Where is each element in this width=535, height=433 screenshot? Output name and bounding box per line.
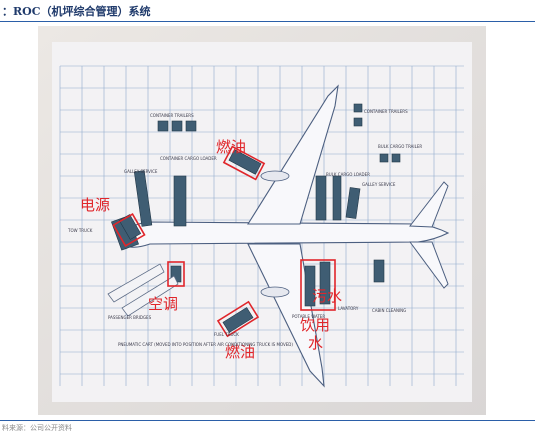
figure-title: ：ROC（机坪综合管理）系统 xyxy=(2,5,151,18)
highlight-fuel-top xyxy=(222,145,266,181)
label-fuel-bottom: 燃油 xyxy=(225,343,255,361)
container-trailer-1 xyxy=(157,120,169,132)
container-loader-left xyxy=(173,175,187,227)
label-bulk-cargo-trailer: BULK CARGO TRAILER xyxy=(378,144,422,149)
container-loader-right xyxy=(332,175,342,221)
highlight-fuel-bottom xyxy=(216,300,260,338)
footer-divider xyxy=(0,420,535,421)
label-wastewater: 污水 xyxy=(312,287,342,305)
engine-upper xyxy=(260,170,290,182)
label-passenger-bridges: PASSENGER BRIDGES xyxy=(108,315,152,320)
container-trailer-5 xyxy=(353,117,363,127)
highlight-power xyxy=(112,213,146,247)
label-lavatory: LAVATORY xyxy=(338,306,359,311)
container-trailer-4 xyxy=(353,103,363,113)
fuel-truck-top xyxy=(228,149,262,175)
label-pneumatic-cart: PNEUMATIC CART (MOVED INTO POSITION AFTE… xyxy=(118,342,293,347)
passenger-bridge-2 xyxy=(121,275,179,317)
fuel-truck-bottom xyxy=(222,307,254,333)
cabin-cleaning-truck xyxy=(373,259,385,283)
report-header: ：ROC（机坪综合管理）系统 xyxy=(0,0,535,22)
highlight-boxes xyxy=(112,145,336,338)
label-power: 电源 xyxy=(80,196,110,214)
label-cabin-cleaning: CABIN CLEANING xyxy=(372,308,406,313)
source-note: 料来源：公司公开资料 xyxy=(2,424,72,432)
label-container-trailers-left: CONTAINER TRAILERS xyxy=(150,113,194,118)
potable-water-truck xyxy=(304,265,316,307)
container-trailer-2 xyxy=(171,120,183,132)
label-fuel-top: 燃油 xyxy=(216,138,246,156)
bulk-trailer-1 xyxy=(379,153,389,163)
label-galley-service-right: GALLEY SERVICE xyxy=(362,182,396,187)
aircraft-fuselage xyxy=(121,221,450,248)
galley-truck-left xyxy=(133,170,153,227)
label-fuel-truck: FUEL TRUCK xyxy=(214,332,239,337)
passenger-bridges xyxy=(107,263,179,317)
aircraft-wing-upper xyxy=(247,84,339,225)
power-unit xyxy=(118,214,142,240)
label-potable-water: POTABLE WATER xyxy=(292,314,325,319)
apron-service-diagram: 燃油 电源 空调 燃油 污水 饮用 水 CONTAINER TRAILERS C… xyxy=(38,26,486,415)
label-container-trailers-right: CONTAINER TRAILERS xyxy=(364,109,408,114)
bulk-loader xyxy=(315,175,327,221)
highlight-wastewater-water xyxy=(300,259,336,311)
label-aircon: 空调 xyxy=(148,295,178,313)
highlight-aircon xyxy=(167,261,185,287)
label-tow-truck: TOW TRUCK xyxy=(67,228,93,233)
label-potable-water-2: 水 xyxy=(308,334,323,352)
aircraft-tail-upper xyxy=(409,181,449,228)
aircraft-tail-lower xyxy=(409,241,449,289)
label-galley-service-left: GALLEY SERVICE xyxy=(124,169,158,174)
bulk-trailer-2 xyxy=(391,153,401,163)
lavatory-truck xyxy=(319,261,331,305)
label-container-cargo-loader: CONTAINER CARGO LOADER xyxy=(160,156,217,161)
label-bulk-cargo-loader: BULK CARGO LOADER xyxy=(326,172,370,177)
label-potable-water-1: 饮用 xyxy=(300,316,330,334)
container-trailer-3 xyxy=(185,120,197,132)
galley-truck-right xyxy=(345,187,361,219)
engine-lower xyxy=(260,286,290,298)
header-divider xyxy=(0,21,535,22)
passenger-bridge-1 xyxy=(107,263,165,303)
